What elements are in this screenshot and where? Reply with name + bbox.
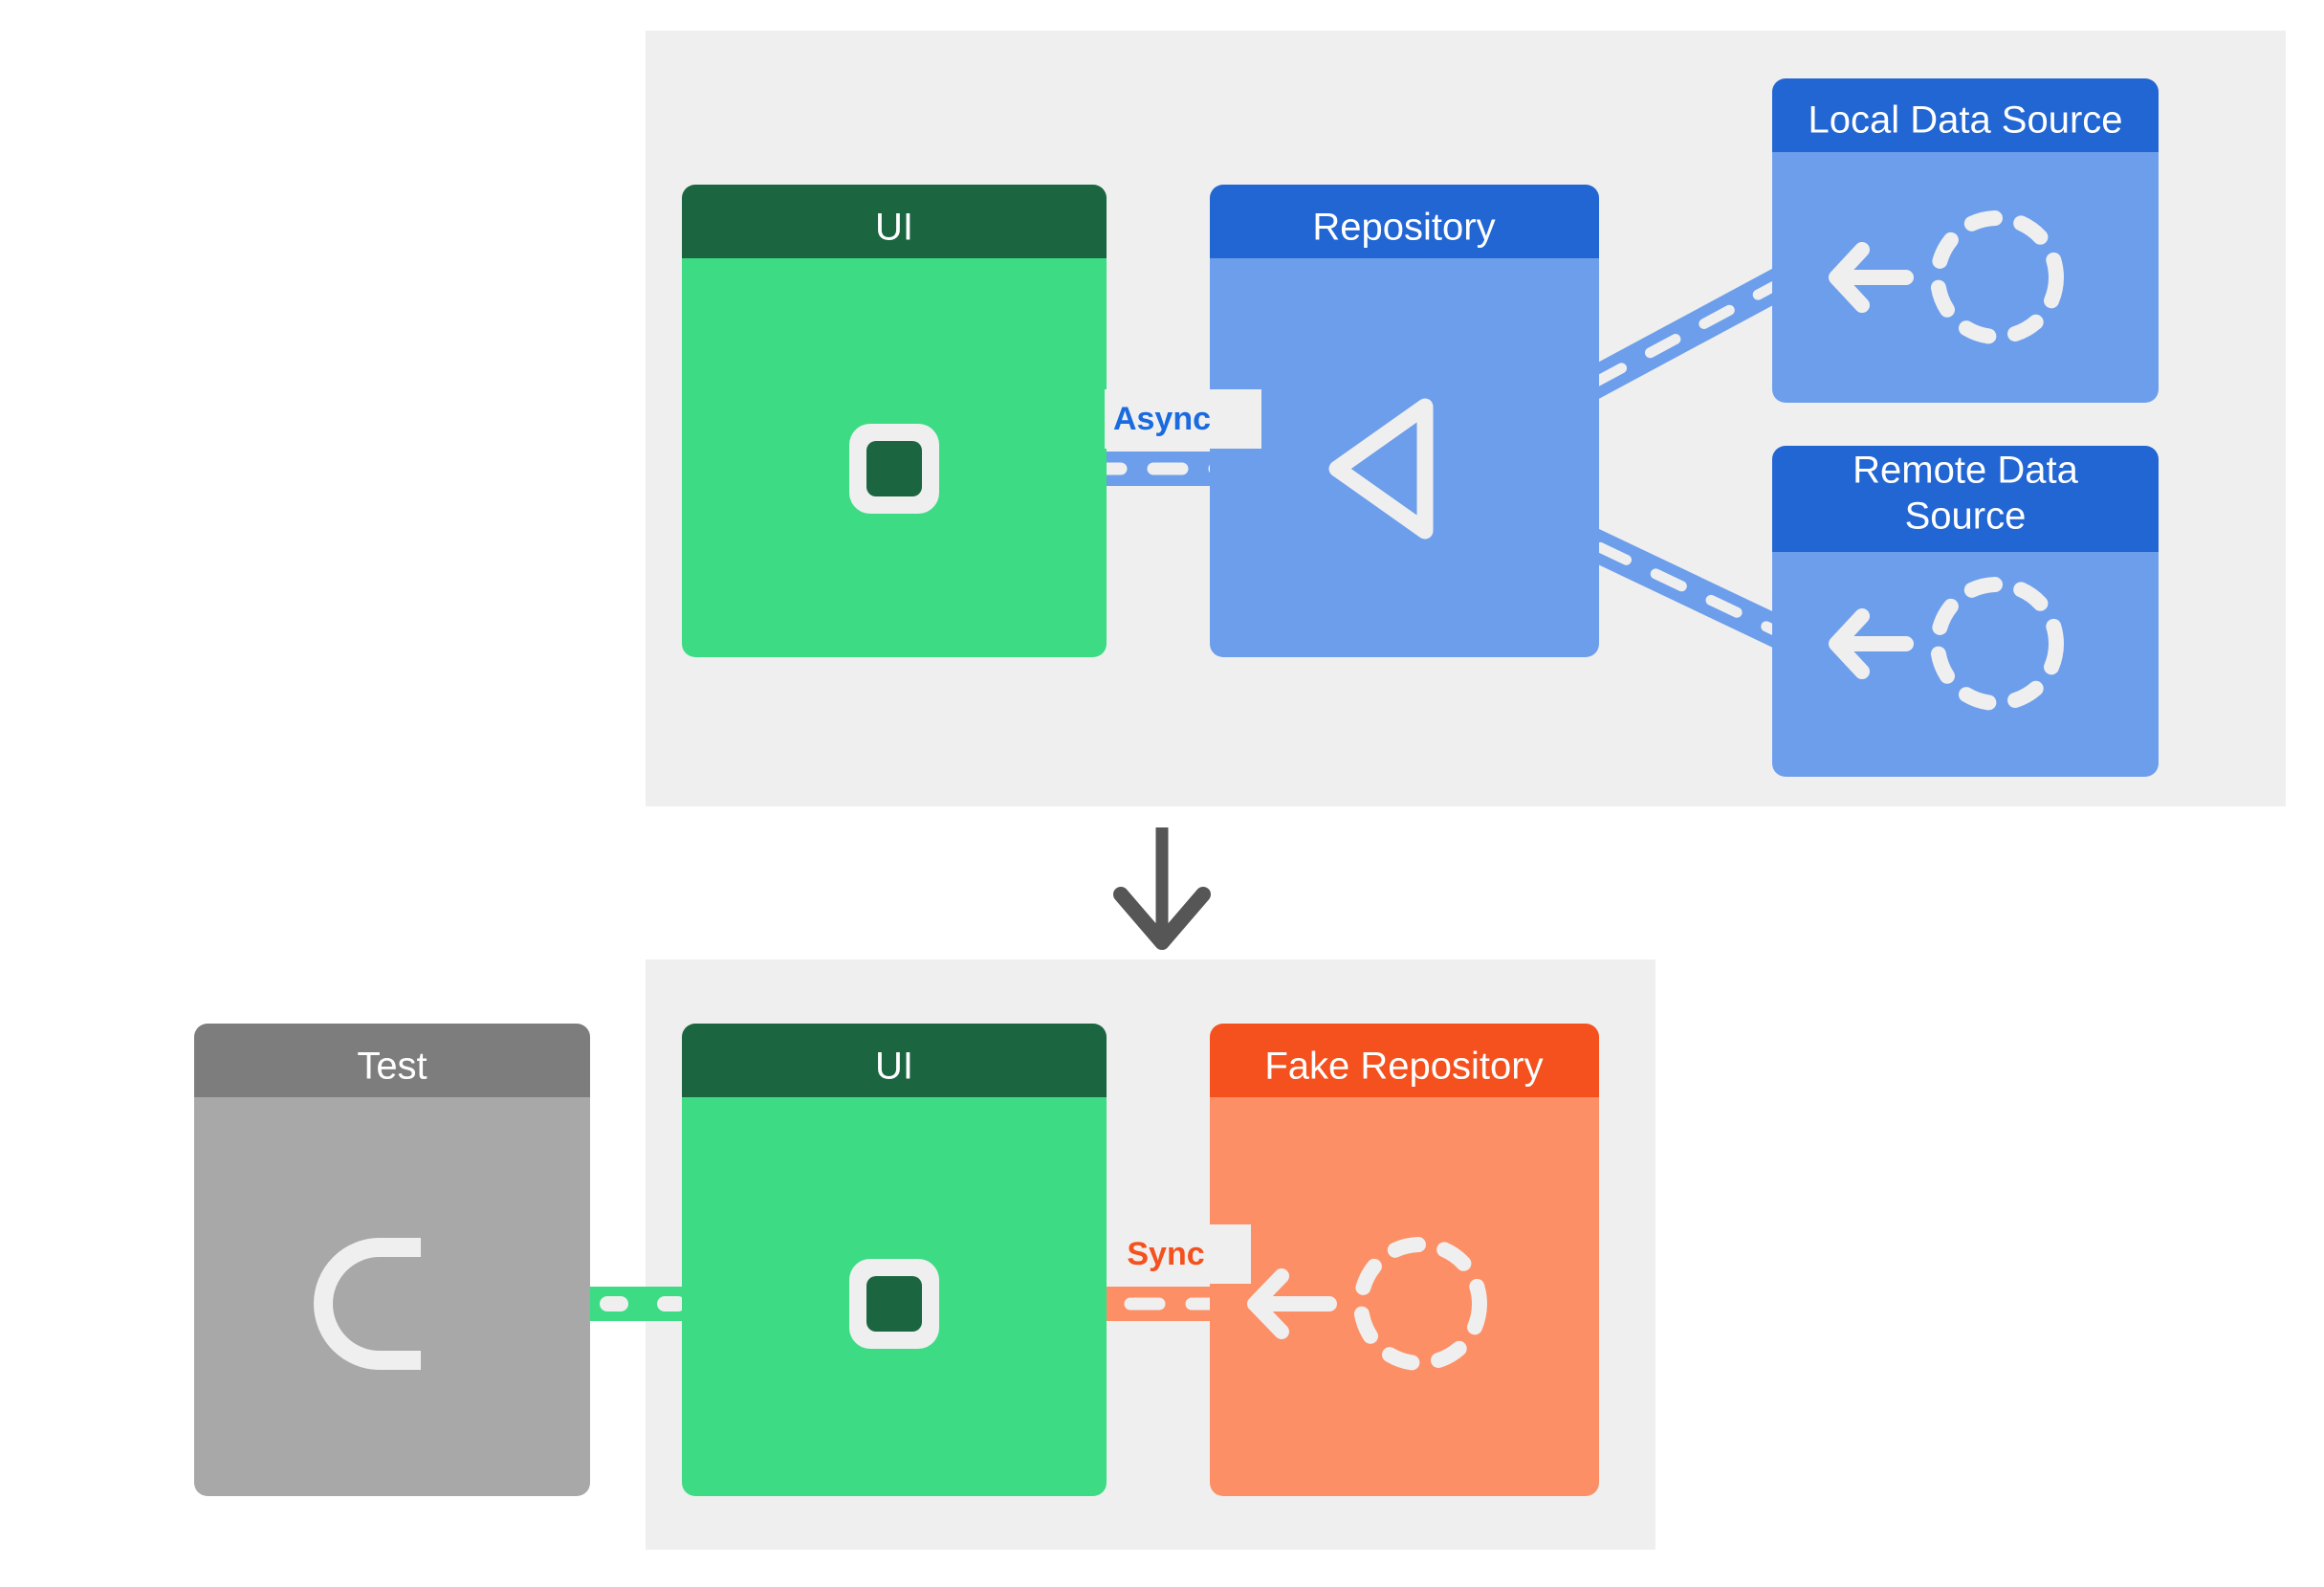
remote-data-source-label-line1: Remote Data [1853,450,2078,492]
remote-data-source-header [1772,446,2159,552]
sync-edge-label: Sync [1127,1236,1204,1272]
async-edge-label-group: Async [1105,389,1261,449]
ui-test-required-interface-icon [849,1259,939,1349]
async-edge-label: Async [1113,401,1211,437]
ui-production-header [682,185,1107,258]
local-data-source-header [1772,78,2159,152]
remote-data-source-body [1772,552,2159,777]
test-body [194,1097,590,1496]
fake-repository-left-arrow-icon [1247,1268,1337,1339]
remote-data-source-left-arrow-icon [1829,608,1914,679]
fake-repository-body [1210,1097,1599,1496]
local-data-source-body [1772,152,2159,403]
node-test[interactable]: Test [194,1024,590,1496]
panel-transition-arrow-icon [1113,827,1211,950]
node-local-data-source[interactable]: Local Data Source [1772,78,2159,403]
ui-test-label: UI [875,1046,913,1088]
node-fake-repository[interactable]: Fake Repository [1210,1024,1599,1496]
fake-repository-header [1210,1024,1599,1097]
test-provided-interface-socket-icon [314,1238,421,1370]
node-remote-data-source[interactable]: Remote Data Source [1772,446,2159,777]
repository-label: Repository [1312,207,1495,249]
fake-repository-label: Fake Repository [1264,1046,1543,1088]
remote-data-source-dashed-circle-icon [1930,577,2064,711]
fake-repository-dashed-circle-icon [1353,1237,1487,1371]
test-header [194,1024,590,1097]
ui-production-required-interface-icon [849,424,939,514]
ui-production-label: UI [875,207,913,249]
repository-header [1210,185,1599,258]
sync-edge-label-group: Sync [1109,1224,1251,1284]
local-data-source-label: Local Data Source [1808,99,2122,142]
local-data-source-left-arrow-icon [1829,242,1914,313]
remote-data-source-label-line2: Source [1905,496,2027,538]
local-data-source-dashed-circle-icon [1930,210,2064,344]
node-repository[interactable]: Repository [1210,185,1599,657]
ui-test-header [682,1024,1107,1097]
repository-body [1210,258,1599,657]
test-label: Test [357,1046,427,1088]
node-ui-test[interactable]: UI [682,1024,1107,1496]
node-ui-production[interactable]: UI [682,185,1107,657]
repository-provided-interface-triangle-icon [1328,398,1434,540]
